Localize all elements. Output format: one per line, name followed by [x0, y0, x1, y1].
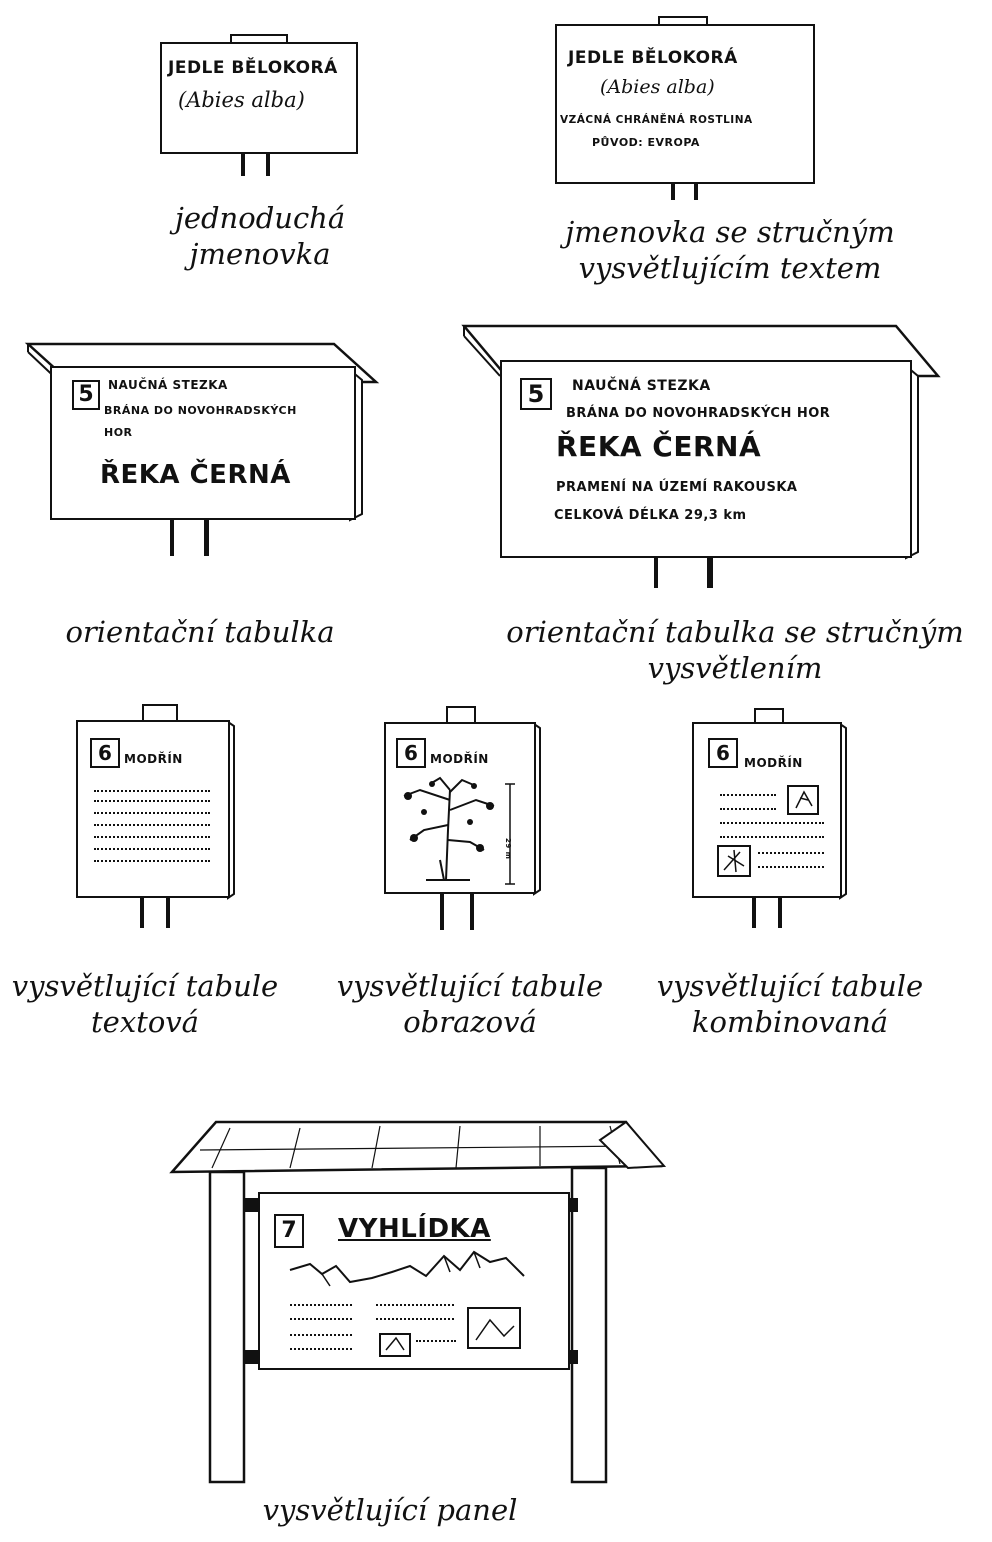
caption-line: vysvětlující tabule [336, 969, 604, 1003]
text-line-placeholder [94, 800, 210, 802]
text-line-placeholder [720, 794, 776, 796]
panel-title: VYHLÍDKA [338, 1214, 491, 1244]
caption-line: jednoduchá [174, 201, 346, 235]
text-line-placeholder [94, 824, 210, 826]
caption-line: vysvětlující tabule [656, 969, 924, 1003]
text-line-placeholder [720, 822, 824, 824]
sign-board [50, 366, 356, 520]
text-line-placeholder [94, 860, 210, 862]
sign-title: MODŘÍN [430, 752, 489, 766]
caption: orientační tabulka se stručným vysvětlen… [480, 614, 990, 686]
sign-post [140, 898, 144, 928]
caption-line: jmenovka se stručným [565, 215, 895, 249]
caption-line: orientační tabulka se stručným [506, 615, 964, 649]
text-line-placeholder [94, 790, 210, 792]
text-line-placeholder [94, 848, 210, 850]
sign-board [160, 42, 358, 154]
stop-number: 5 [520, 378, 552, 410]
sign-post [694, 184, 698, 200]
text-line-placeholder [94, 812, 210, 814]
text-line-placeholder [720, 808, 776, 810]
text-line-placeholder [290, 1304, 352, 1306]
sign-title: JEDLE BĚLOKORÁ [568, 48, 738, 68]
text-line-placeholder [290, 1318, 352, 1320]
sign-post [241, 154, 245, 176]
sign-text-line: PRAMENÍ NA ÚZEMÍ RAKOUSKA [556, 480, 798, 495]
caption-line: textová [91, 1005, 199, 1039]
caption: vysvětlující panel [262, 1493, 518, 1527]
caption: jednoduchá jmenovka [140, 200, 380, 272]
sign-post [166, 898, 170, 928]
caption: jmenovka se stručným vysvětlujícím texte… [530, 214, 930, 286]
sign-post [170, 520, 174, 556]
sign-post [707, 558, 713, 588]
sign-post [470, 894, 474, 930]
stop-number: 5 [72, 380, 100, 410]
stop-number: 6 [396, 738, 426, 768]
sign-board [500, 360, 912, 558]
sign-post [671, 184, 675, 200]
caption: orientační tabulka [65, 615, 335, 649]
caption: vysvětlující tabule obrazová [330, 968, 610, 1040]
sign-latin-name: (Abies alba) [600, 76, 715, 98]
stop-number: 6 [90, 738, 120, 768]
sign-post [654, 558, 658, 588]
text-line-placeholder [720, 836, 824, 838]
sign-post [752, 898, 756, 928]
sign-text-line: NAUČNÁ STEZKA [572, 378, 711, 394]
text-line-placeholder [416, 1340, 456, 1342]
text-line-placeholder [290, 1334, 352, 1336]
caption-line: vysvětlením [647, 651, 823, 685]
text-line-placeholder [290, 1348, 352, 1350]
sign-text-line: NAUČNÁ STEZKA [108, 378, 228, 392]
stop-number: 6 [708, 738, 738, 768]
text-line-placeholder [376, 1304, 454, 1306]
sign-place-name: ŘEKA ČERNÁ [100, 460, 291, 490]
sign-text-line: CELKOVÁ DÉLKA 29,3 km [554, 508, 747, 523]
caption-line: obrazová [403, 1005, 537, 1039]
sign-post [204, 520, 209, 556]
text-line-placeholder [94, 836, 210, 838]
sign-latin-name: (Abies alba) [178, 88, 305, 112]
sign-post [778, 898, 782, 928]
sign-place-name: ŘEKA ČERNÁ [556, 430, 762, 463]
text-line-placeholder [758, 852, 824, 854]
sign-title: MODŘÍN [124, 752, 183, 766]
caption-line: vysvětlujícím textem [578, 251, 882, 285]
sign-text-line: HOR [104, 426, 133, 439]
sign-post [266, 154, 270, 176]
caption: vysvětlující tabule kombinovaná [650, 968, 930, 1040]
text-line-placeholder [376, 1318, 454, 1320]
caption-line: kombinovaná [691, 1005, 889, 1039]
sign-text-line: PŮVOD: EVROPA [592, 136, 700, 149]
caption-line: vysvětlující tabule [11, 969, 279, 1003]
sign-text-line: VZÁCNÁ CHRÁNĚNÁ ROSTLINA [560, 114, 753, 126]
sign-text-line: BRÁNA DO NOVOHRADSKÝCH HOR [566, 406, 831, 421]
caption-line: jmenovka [189, 237, 331, 271]
sign-text-line: BRÁNA DO NOVOHRADSKÝCH [104, 404, 297, 417]
sign-board [555, 24, 815, 184]
text-line-placeholder [758, 866, 824, 868]
sign-post [440, 894, 444, 930]
stop-number: 7 [274, 1214, 304, 1248]
sign-title: MODŘÍN [744, 756, 803, 770]
caption: vysvětlující tabule textová [0, 968, 290, 1040]
sign-title: JEDLE BĚLOKORÁ [168, 58, 338, 78]
